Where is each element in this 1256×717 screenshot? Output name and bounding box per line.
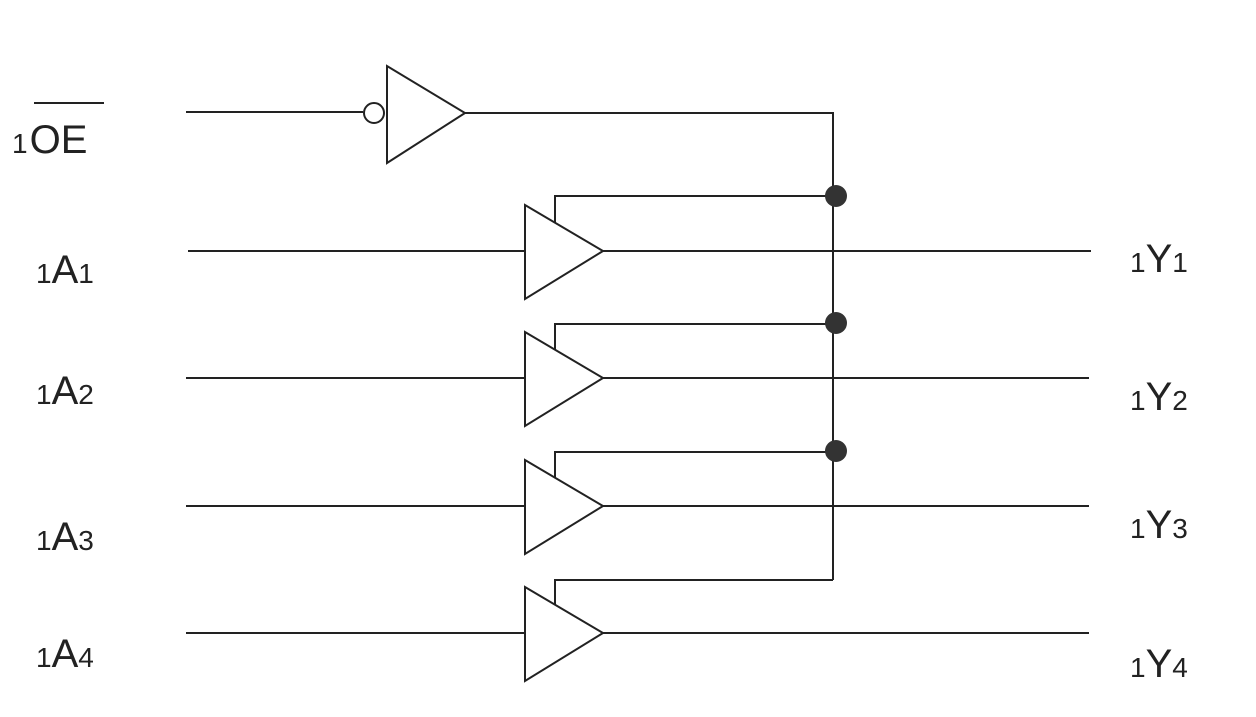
enable-bus-wire xyxy=(465,112,834,580)
label-output-1: 1Y1 xyxy=(1130,237,1188,281)
junction-dot xyxy=(825,440,847,462)
label-input-3: 1A3 xyxy=(36,515,94,559)
enable-tap-2 xyxy=(554,323,836,352)
label-output-3: 1Y3 xyxy=(1130,503,1188,547)
enable-tap-4 xyxy=(554,579,833,606)
label-output-4: 1Y4 xyxy=(1130,642,1188,686)
junction-dot xyxy=(825,312,847,334)
label-input-4: 1A4 xyxy=(36,632,94,676)
buffer-2 xyxy=(524,330,605,428)
oe-inverter-buffer xyxy=(386,64,467,165)
buffer-1 xyxy=(524,203,605,301)
label-input-1: 1A1 xyxy=(36,248,94,292)
label-output-2: 1Y2 xyxy=(1130,375,1188,419)
enable-tap-1 xyxy=(554,195,836,224)
junction-dot xyxy=(825,185,847,207)
label-oe: 1OE xyxy=(12,118,87,162)
buffer-3 xyxy=(524,458,605,556)
buffer-4 xyxy=(524,585,605,683)
label-input-2: 1A2 xyxy=(36,369,94,413)
enable-tap-3 xyxy=(554,451,836,479)
inversion-bubble xyxy=(363,102,385,124)
